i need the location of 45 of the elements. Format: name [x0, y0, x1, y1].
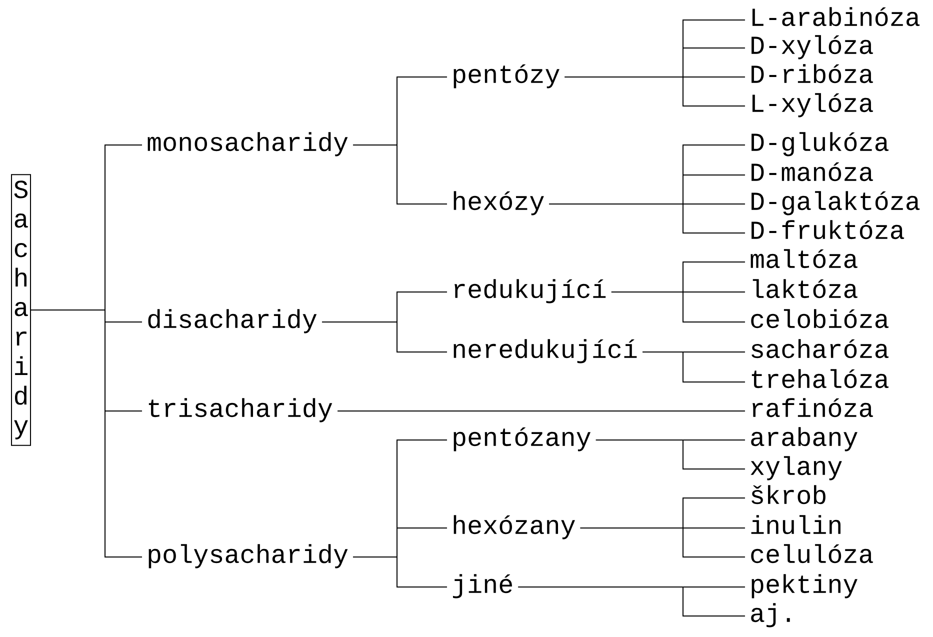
leaf-label: D-manóza [752, 162, 873, 182]
leaf-label: D-galaktóza [752, 191, 920, 216]
leaf-label: D-glukóza [752, 132, 888, 156]
leaf-label: aj. [751, 603, 790, 628]
subcategory-label: pentózy [454, 64, 560, 88]
leaf-label: L-xylóza [752, 93, 873, 118]
subcategory-label: neredukující [454, 339, 637, 364]
leaf-label: D-fruktóza [752, 220, 904, 240]
subcategory-label: redukující [454, 279, 606, 304]
subcategory-label: pentózany [454, 427, 591, 452]
connector-line [322, 322, 448, 352]
leaf-label: arabany [751, 427, 858, 452]
connector-line [610, 292, 746, 322]
leaf-label: sacharóza [752, 339, 888, 358]
connector-line [352, 556, 448, 588]
leaf-label: pektiny [752, 574, 858, 598]
category-label: polysacharidy [148, 544, 348, 568]
leaf-label: laktóza [752, 279, 858, 298]
category-label: monosacharidy [148, 132, 348, 156]
connector-line [580, 528, 746, 558]
category-label: trisacharidy [148, 398, 332, 422]
leaf-label: celobióza [751, 309, 888, 328]
subcategory-label: hexózany [454, 515, 575, 540]
connector-line [337, 410, 746, 412]
subcategory-label: jiné [453, 574, 512, 598]
connector-line [518, 586, 746, 616]
connector-line [30, 310, 142, 558]
leaf-label: inulin [751, 515, 840, 534]
leaf-label: D-xylóza [752, 35, 873, 60]
leaf-label: L-arabinóza [752, 7, 920, 26]
connector-line [352, 144, 448, 204]
leaf-label: celulóza [751, 544, 873, 564]
connector-line [564, 76, 746, 106]
leaf-label: škrob [752, 485, 826, 504]
leaf-label: D-ribóza [752, 64, 873, 84]
category-label: disacharidy [148, 309, 317, 334]
leaf-label: trehalóza [752, 369, 888, 388]
leaf-label: xylany [750, 456, 842, 480]
leaf-label: rafinóza [752, 398, 873, 418]
connector-line [595, 440, 746, 470]
connector-line [548, 204, 746, 234]
subcategory-label: hexózy [454, 191, 544, 216]
leaf-label: maltóza [750, 249, 858, 268]
root-box: Sacharidy [11, 174, 31, 446]
connector-line [642, 352, 746, 382]
